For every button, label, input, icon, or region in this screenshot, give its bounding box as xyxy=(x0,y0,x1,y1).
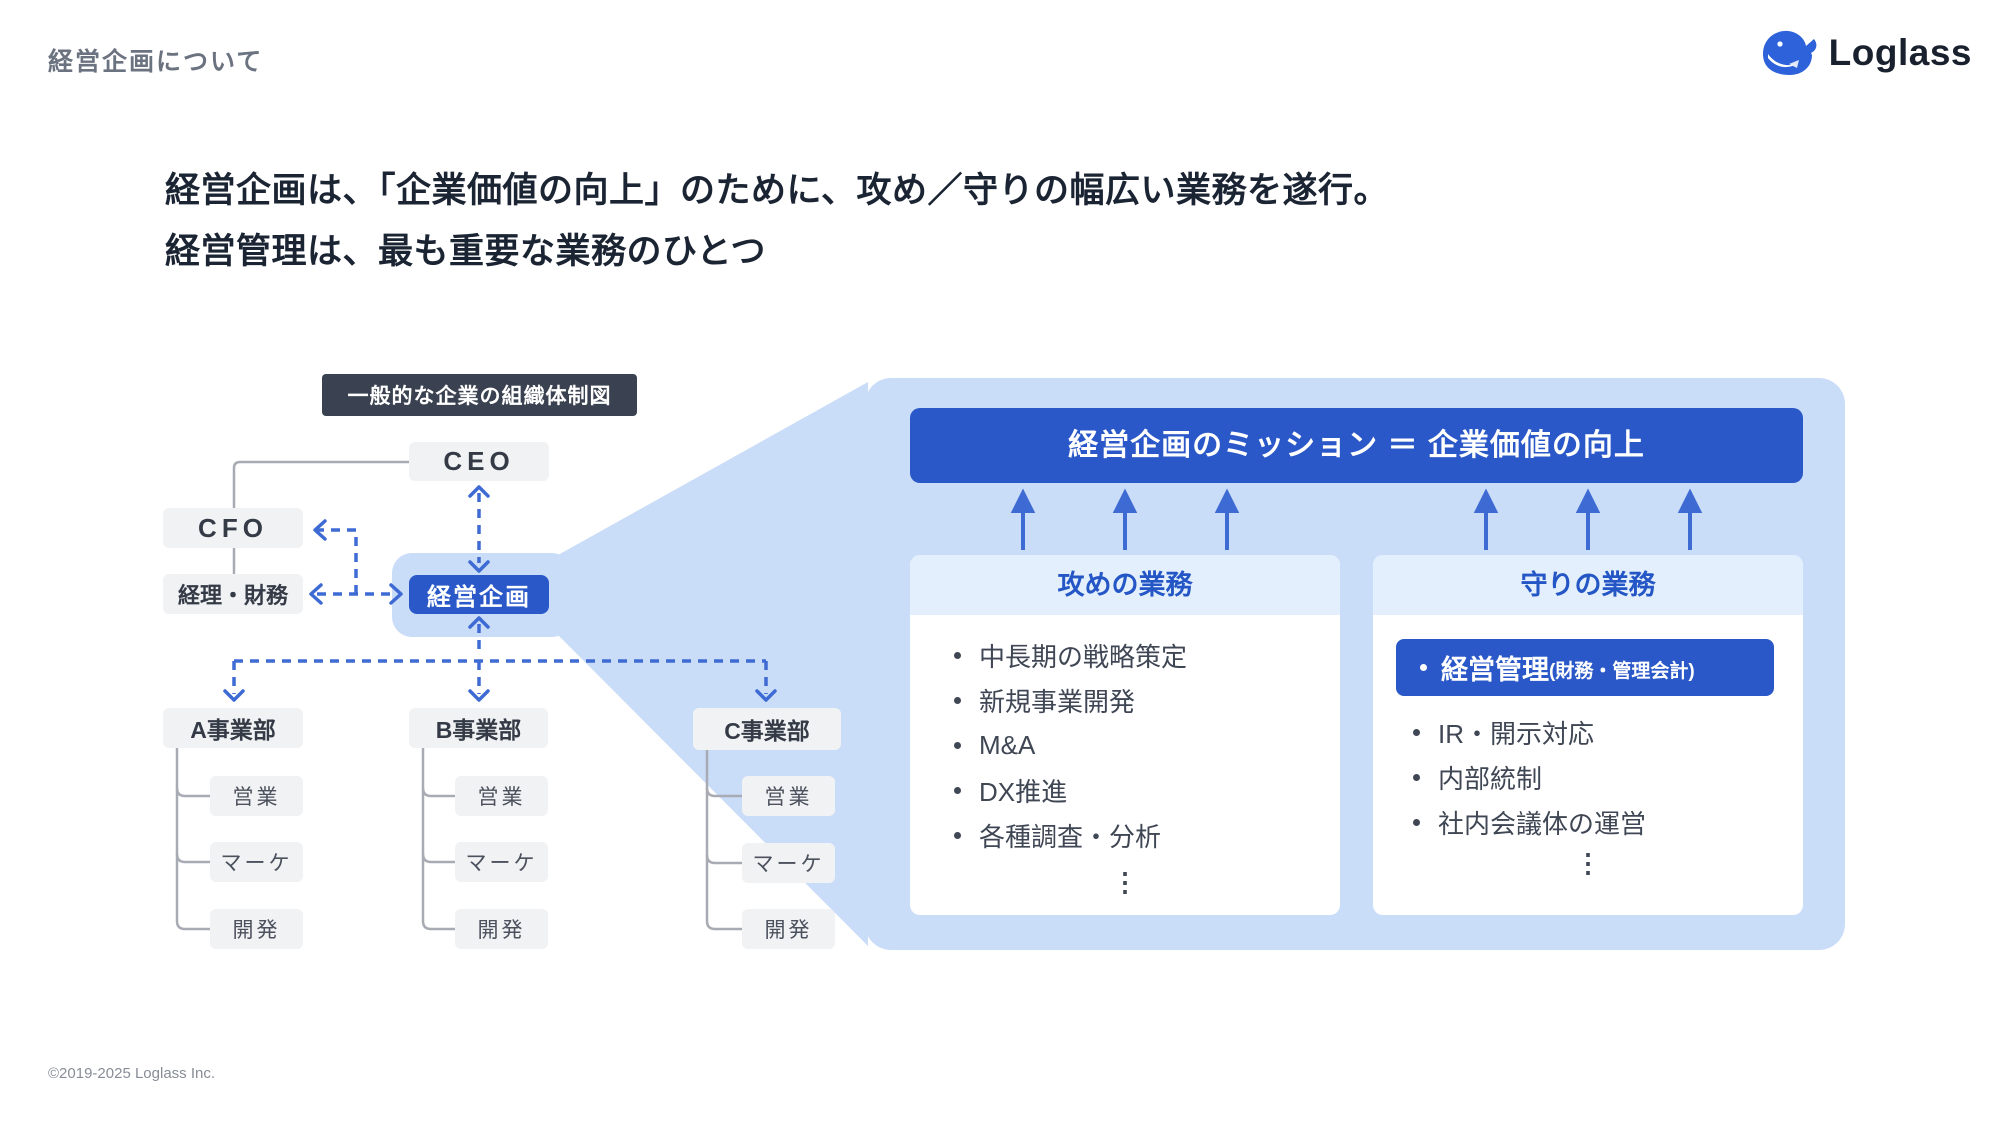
org-box-c-sales: 営業 xyxy=(742,776,835,816)
bullet-icon xyxy=(1420,664,1427,671)
list-item-label: IR・開示対応 xyxy=(1438,719,1595,749)
bullet-icon xyxy=(1413,819,1420,826)
org-box-ceo: CEO xyxy=(409,442,549,481)
bullet-icon xyxy=(954,787,961,794)
offense-header: 攻めの業務 xyxy=(910,555,1340,615)
mission-title-bar: 経営企画のミッション ＝ 企業価値の向上 xyxy=(910,408,1803,483)
org-box-a-marketing: マーケ xyxy=(210,842,303,882)
org-box-division-a: A事業部 xyxy=(163,708,303,748)
org-box-c-dev: 開発 xyxy=(742,909,835,949)
logo-brand-text: Loglass xyxy=(1828,32,1972,73)
offense-panel: 攻めの業務 中長期の戦略策定 新規事業開発 M&A DX推進 各種調査・分析 ⋮ xyxy=(910,555,1340,915)
list-item: 社内会議体の運営 xyxy=(1373,800,1803,845)
management-highlight-box: 経営管理 (財務・管理会計) xyxy=(1396,639,1774,696)
copyright-text: ©2019-2025 Loglass Inc. xyxy=(48,1065,215,1082)
org-box-planning: 経営企画 xyxy=(409,575,549,614)
bullet-icon xyxy=(1413,729,1420,736)
list-item: 新規事業開発 xyxy=(910,678,1340,723)
whale-logo-icon xyxy=(1762,30,1817,75)
defense-header: 守りの業務 xyxy=(1373,555,1803,615)
list-item-label: 中長期の戦略策定 xyxy=(979,642,1188,672)
bullet-icon xyxy=(954,832,961,839)
list-item-label: 社内会議体の運営 xyxy=(1438,809,1647,839)
highlight-main-label: 経営管理 xyxy=(1441,655,1549,685)
heading-line-2: 経営管理は、最も重要な業務のひとつ xyxy=(165,232,767,271)
list-item-label: 新規事業開発 xyxy=(979,687,1136,717)
org-box-division-c: C事業部 xyxy=(693,708,841,750)
list-item: 中長期の戦略策定 xyxy=(910,633,1340,678)
bullet-icon xyxy=(954,697,961,704)
list-item-label: 内部統制 xyxy=(1438,764,1543,794)
defense-items: IR・開示対応 内部統制 社内会議体の運営 xyxy=(1373,710,1803,845)
highlight-sub-label: (財務・管理会計) xyxy=(1549,660,1695,682)
org-box-finance: 経理・財務 xyxy=(163,574,303,614)
logo: Loglass xyxy=(1759,26,1972,80)
list-item: 内部統制 xyxy=(1373,755,1803,800)
defense-panel: 守りの業務 経営管理 (財務・管理会計) IR・開示対応 内部統制 社内会議体の… xyxy=(1373,555,1803,915)
list-item: 各種調査・分析 xyxy=(910,813,1340,858)
org-box-b-marketing: マーケ xyxy=(455,842,548,882)
bullet-icon xyxy=(954,652,961,659)
bullet-icon xyxy=(954,742,961,749)
list-item: IR・開示対応 xyxy=(1373,710,1803,755)
org-box-cfo: CFO xyxy=(163,508,303,548)
list-item: M&A xyxy=(910,723,1340,768)
org-box-c-marketing: マーケ xyxy=(742,843,835,883)
org-box-division-b: B事業部 xyxy=(409,708,548,748)
list-item-label: M&A xyxy=(979,730,1036,760)
offense-list: 中長期の戦略策定 新規事業開発 M&A DX推進 各種調査・分析 ⋮ xyxy=(910,615,1340,897)
defense-list: 経営管理 (財務・管理会計) IR・開示対応 内部統制 社内会議体の運営 ⋮ xyxy=(1373,639,1803,878)
list-item: DX推進 xyxy=(910,768,1340,813)
page-title: 経営企画について xyxy=(48,48,264,76)
list-item-label: DX推進 xyxy=(979,777,1068,807)
list-item-label: 各種調査・分析 xyxy=(979,822,1162,852)
org-box-a-sales: 営業 xyxy=(210,776,303,816)
org-box-a-dev: 開発 xyxy=(210,909,303,949)
bullet-icon xyxy=(1413,774,1420,781)
heading-line-1: 経営企画は、「企業価値の向上」のために、攻め／守りの幅広い業務を遂行。 xyxy=(165,171,1389,210)
ellipsis: ⋮ xyxy=(1575,848,1601,878)
slide-heading: 経営企画は、「企業価値の向上」のために、攻め／守りの幅広い業務を遂行。 経営管理… xyxy=(165,160,1389,282)
ellipsis: ⋮ xyxy=(1112,867,1138,897)
org-chart-label: 一般的な企業の組織体制図 xyxy=(322,374,637,416)
org-box-b-sales: 営業 xyxy=(455,776,548,816)
org-box-b-dev: 開発 xyxy=(455,909,548,949)
